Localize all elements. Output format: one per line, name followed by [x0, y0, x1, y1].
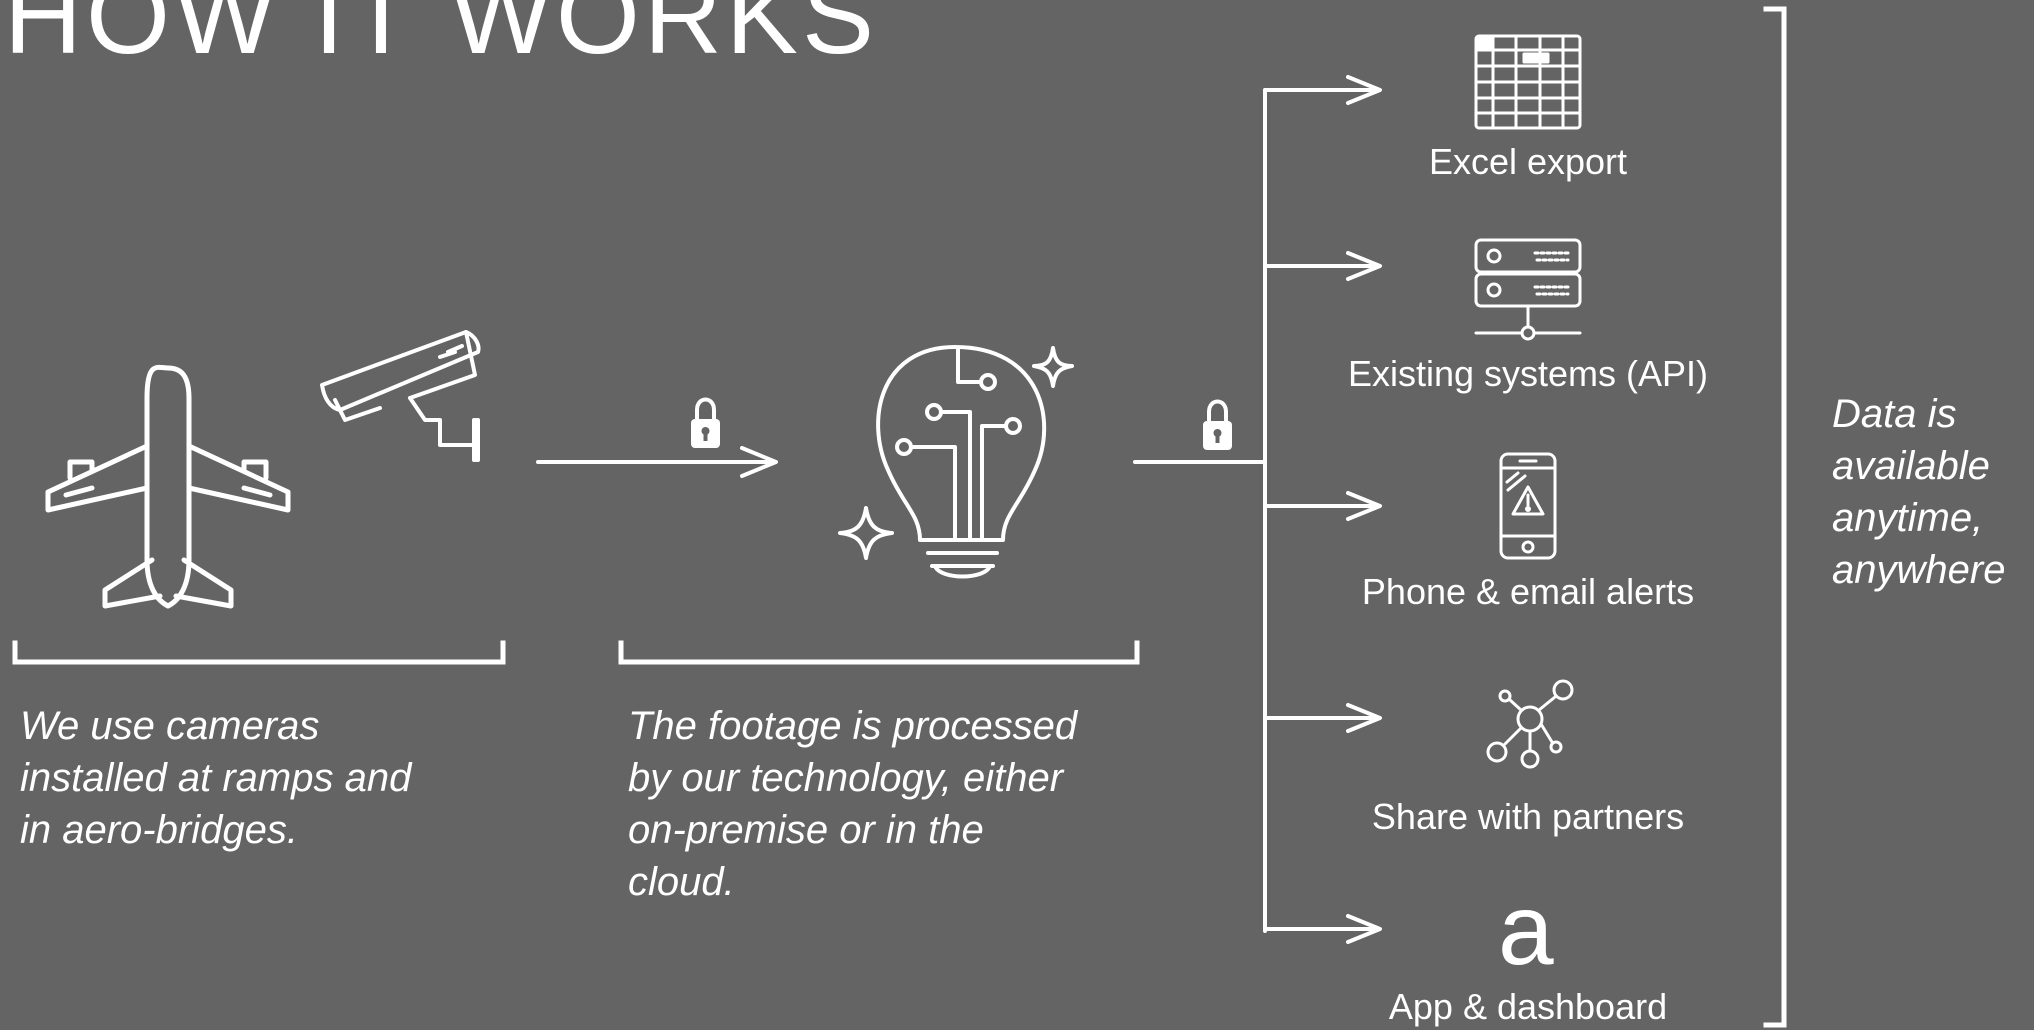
branch-arrow — [1263, 703, 1382, 733]
availability-line: anywhere — [1832, 548, 2006, 592]
availability-note: Data is available anytime, anywhere — [1832, 388, 2005, 596]
lock-icon — [691, 397, 720, 448]
flow-connector-2 — [1133, 88, 1267, 933]
spreadsheet-icon — [1474, 34, 1582, 130]
network-share-icon — [1486, 679, 1574, 769]
step-2-line: The footage is processed — [628, 704, 1078, 748]
output-label-existing-systems: Existing systems (API) — [1347, 353, 1709, 394]
output-label-excel-export: Excel export — [1428, 141, 1628, 182]
branch-arrow — [1263, 914, 1382, 944]
step-1-line: We use cameras — [20, 704, 320, 748]
sparkle-icon — [838, 346, 1074, 560]
branch-arrow — [1263, 491, 1382, 521]
bracket-step-1 — [12, 640, 506, 665]
output-label-phone-email-alerts: Phone & email alerts — [1361, 571, 1695, 612]
flow-arrow-1 — [536, 446, 778, 478]
step-1-line: installed at ramps and — [20, 756, 412, 800]
availability-line: Data is — [1832, 392, 1957, 436]
step-2-line: on-premise or in the — [628, 808, 984, 852]
step-2-description: The footage is processed by our technolo… — [628, 700, 1077, 908]
step-1-description: We use cameras installed at ramps and in… — [20, 700, 411, 856]
branch-arrow — [1263, 251, 1382, 281]
lock-icon — [1203, 399, 1232, 450]
bracket-step-2 — [618, 640, 1140, 665]
page-title: HOW IT WORKS — [4, 0, 878, 76]
availability-line: available — [1832, 444, 1990, 488]
phone-alert-icon — [1499, 452, 1557, 560]
lightbulb-circuit-icon — [876, 345, 1047, 579]
security-camera-icon — [320, 330, 481, 462]
step-1-line: in aero-bridges. — [20, 808, 298, 852]
bracket-outputs — [1763, 6, 1787, 1028]
server-icon — [1474, 238, 1582, 341]
step-2-line: cloud. — [628, 860, 735, 904]
airplane-icon — [45, 364, 291, 609]
output-label-share-with-partners: Share with partners — [1371, 796, 1685, 837]
app-logo-a: a — [1498, 874, 1554, 986]
output-label-app-dashboard: App & dashboard — [1388, 986, 1668, 1027]
branch-arrow — [1263, 75, 1382, 105]
step-2-line: by our technology, either — [628, 756, 1064, 800]
availability-line: anytime, — [1832, 496, 1984, 540]
